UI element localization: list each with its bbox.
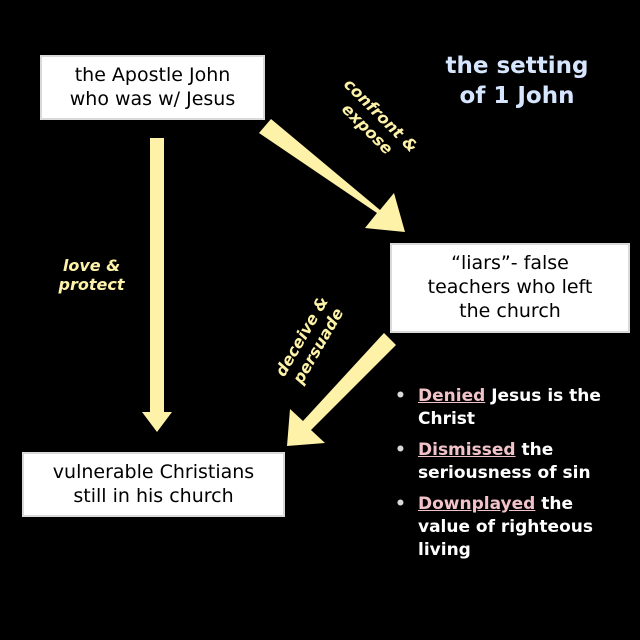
bullet-keyword: Denied [418,386,486,406]
node-liars-line-1: “liars”- false [451,252,569,275]
page-title: the setting of 1 John [432,52,602,112]
bullet-item: • Downplayed the value of righteous livi… [395,493,625,562]
node-false-teachers: “liars”- false teachers who left the chu… [390,243,630,333]
title-line-1: the setting [445,53,589,79]
node-apostle-john: the Apostle John who was w/ Jesus [40,55,265,120]
bullet-list: • Denied Jesus is the Christ • Dismissed… [395,385,625,570]
edge-label-love: love & protect [44,256,139,294]
node-liars-line-2: teachers who left [427,276,593,299]
arrow-confront [259,119,405,232]
bullet-text: the value of righteous living [418,493,593,560]
bullet-text: the seriousness of sin [418,439,591,483]
node-vulnerable-christians: vulnerable Christians still in his churc… [22,452,285,517]
bullet-marker: • [395,386,406,406]
title-line-2: of 1 John [459,82,575,109]
edge-love-line-1: love & [62,256,121,275]
bullet-marker: • [395,439,406,460]
bullet-item: • Denied Jesus is the Christ [395,385,625,431]
arrow-deceive [287,333,396,446]
node-christians-line-1: vulnerable Christians [52,460,255,483]
bullet-keyword: Dismissed [418,439,516,460]
node-john-line-2: who was w/ Jesus [69,87,236,110]
arrow-love [142,138,172,432]
bullet-item: • Dismissed the seriousness of sin [395,439,625,485]
bullet-marker: • [395,493,406,514]
node-liars-line-3: the church [459,299,561,322]
bullet-keyword: Downplayed [418,493,536,514]
edge-love-line-2: protect [58,275,125,295]
bullet-text: Jesus is the Christ [418,386,601,429]
node-christians-line-2: still in his church [73,484,234,507]
node-john-line-1: the Apostle John [74,63,231,86]
